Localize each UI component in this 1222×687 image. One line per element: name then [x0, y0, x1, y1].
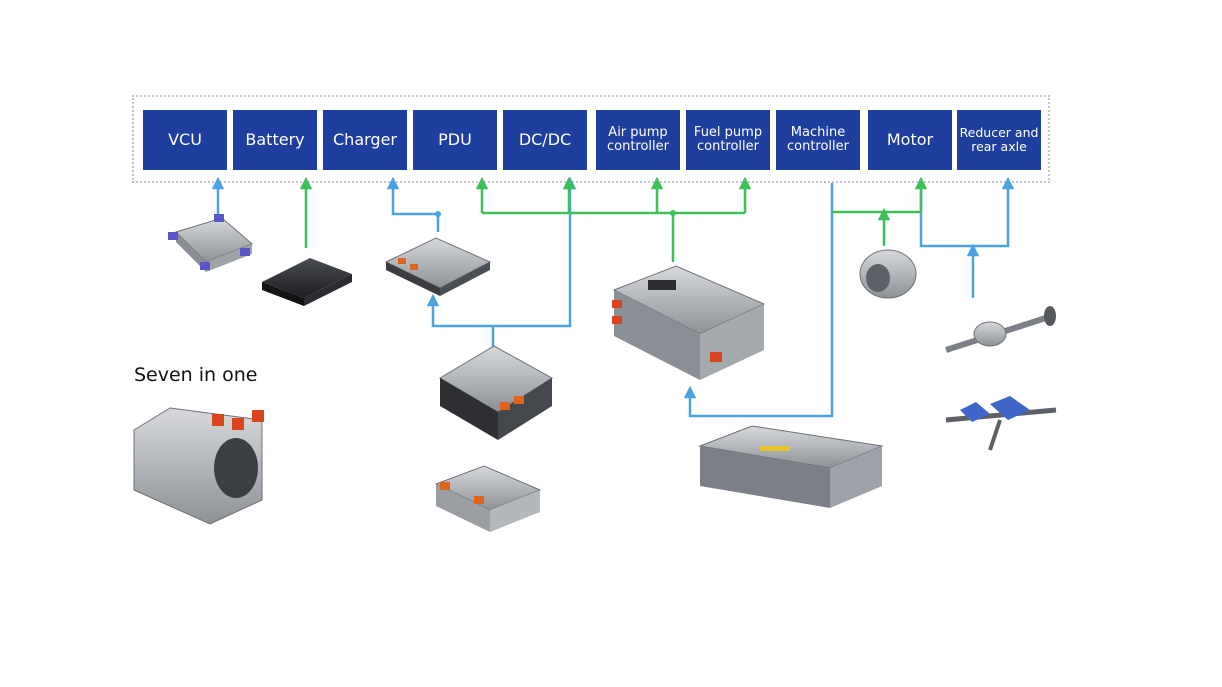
charger-unit-image [384, 237, 492, 296]
vcu-unit-image [168, 214, 253, 272]
module-frame [132, 95, 1050, 183]
junction-dot [435, 211, 441, 217]
hv-box-image [612, 265, 766, 380]
battery-unit-image [262, 258, 352, 306]
converter-unit-image [434, 465, 542, 532]
link-dcdc [426, 183, 572, 328]
rear-axle-image [945, 306, 1056, 353]
green-links [299, 176, 928, 262]
seven-in-one-image [133, 407, 264, 525]
module-machine-controller: Machine controller [776, 110, 860, 170]
module-charger: Charger [323, 110, 407, 170]
module-fuel-pump-controller: Fuel pump controller [686, 110, 770, 170]
dcdc-unit-image [439, 345, 553, 440]
junction-dot [670, 210, 676, 216]
seven-in-one-caption: Seven in one [134, 364, 258, 386]
module-vcu: VCU [143, 110, 227, 170]
module-pdu: PDU [413, 110, 497, 170]
module-reducer-rear-axle: Reducer and rear axle [957, 110, 1041, 170]
link-machine-controller [683, 183, 834, 418]
blue-links [211, 176, 1015, 418]
module-battery: Battery [233, 110, 317, 170]
link-charger [386, 176, 438, 216]
suspension-image [945, 396, 1057, 451]
link-reducer [919, 176, 1015, 248]
motor-image [859, 249, 917, 299]
module-dcdc: DC/DC [503, 110, 587, 170]
module-air-pump-controller: Air pump controller [596, 110, 680, 170]
machine-controller-image [698, 425, 884, 508]
module-motor: Motor [868, 110, 952, 170]
